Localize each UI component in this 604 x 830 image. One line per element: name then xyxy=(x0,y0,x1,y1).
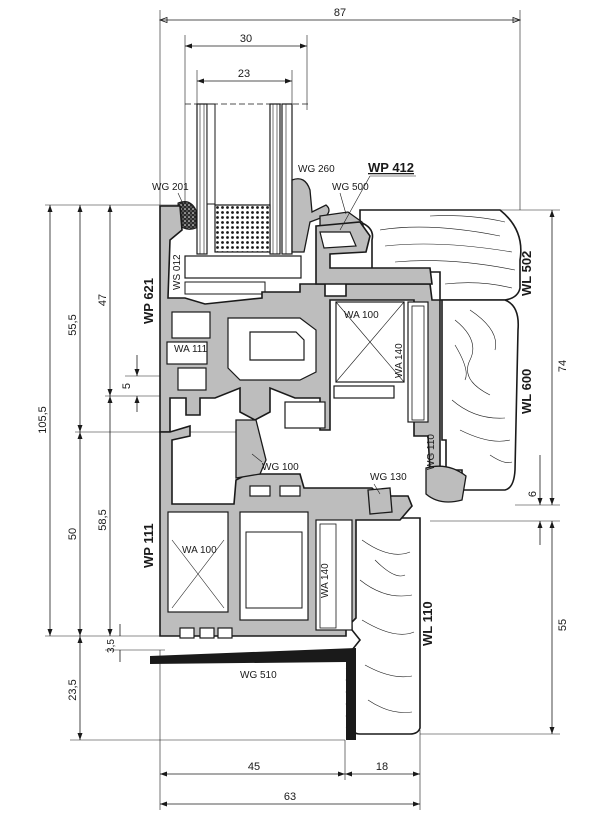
label-wg100: WG 100 xyxy=(262,462,299,473)
label-wg510: WG 510 xyxy=(240,670,277,681)
dim-18: 18 xyxy=(376,761,388,773)
label-wa140-top: WA 140 xyxy=(394,343,405,378)
dimension-text: 87 30 23 105,5 55,5 47 5 50 58,5 3,5 23,… xyxy=(37,7,569,803)
label-wa100-top: WA 100 xyxy=(344,310,379,321)
label-wa140-bottom: WA 140 xyxy=(320,563,331,598)
label-wp111: WP 111 xyxy=(141,523,156,568)
dimension-lines xyxy=(45,10,560,810)
label-wl502: WL 502 xyxy=(519,251,534,296)
label-wp621: WP 621 xyxy=(141,278,156,324)
dim-6: 6 xyxy=(527,491,539,497)
dim-23: 23 xyxy=(238,68,250,80)
upper-sash-profile xyxy=(159,205,441,471)
dim-63: 63 xyxy=(284,791,296,803)
label-wg260: WG 260 xyxy=(298,164,335,175)
dim-105-5: 105,5 xyxy=(37,406,49,434)
wood-frame-right xyxy=(441,299,520,491)
dim-5: 5 xyxy=(121,383,133,389)
label-wg500: WG 500 xyxy=(332,182,369,193)
wood-sash-top xyxy=(359,209,522,301)
dim-50: 50 xyxy=(67,528,79,540)
label-wl110: WL 110 xyxy=(420,601,435,646)
dim-45: 45 xyxy=(248,761,260,773)
label-wp412: WP 412 xyxy=(368,160,414,175)
dim-30: 30 xyxy=(240,33,252,45)
label-wl600: WL 600 xyxy=(519,369,534,414)
dim-55-5: 55,5 xyxy=(67,314,79,335)
label-wa111: WA 111 xyxy=(174,344,208,355)
lower-frame-profile xyxy=(159,419,467,639)
label-wg130: WG 130 xyxy=(370,472,407,483)
drip-sill xyxy=(150,648,356,740)
dim-87: 87 xyxy=(334,7,346,19)
label-wa100-bottom: WA 100 xyxy=(182,545,217,556)
wood-frame-bottom xyxy=(349,517,421,735)
dim-74: 74 xyxy=(557,360,569,372)
dim-55: 55 xyxy=(557,619,569,631)
dim-58-5: 58,5 xyxy=(97,509,109,530)
label-wg201: WG 201 xyxy=(152,182,189,193)
dim-3-5: 3,5 xyxy=(106,639,117,653)
dim-23-5: 23,5 xyxy=(67,679,79,700)
component-labels: WG 201 WG 260 WP 412 WG 500 WL 502 WP 62… xyxy=(141,160,534,681)
glazing-unit xyxy=(184,103,310,295)
label-ws012: WS 012 xyxy=(172,254,183,290)
label-wg110: WG 110 xyxy=(426,434,437,470)
dim-47: 47 xyxy=(97,294,109,306)
